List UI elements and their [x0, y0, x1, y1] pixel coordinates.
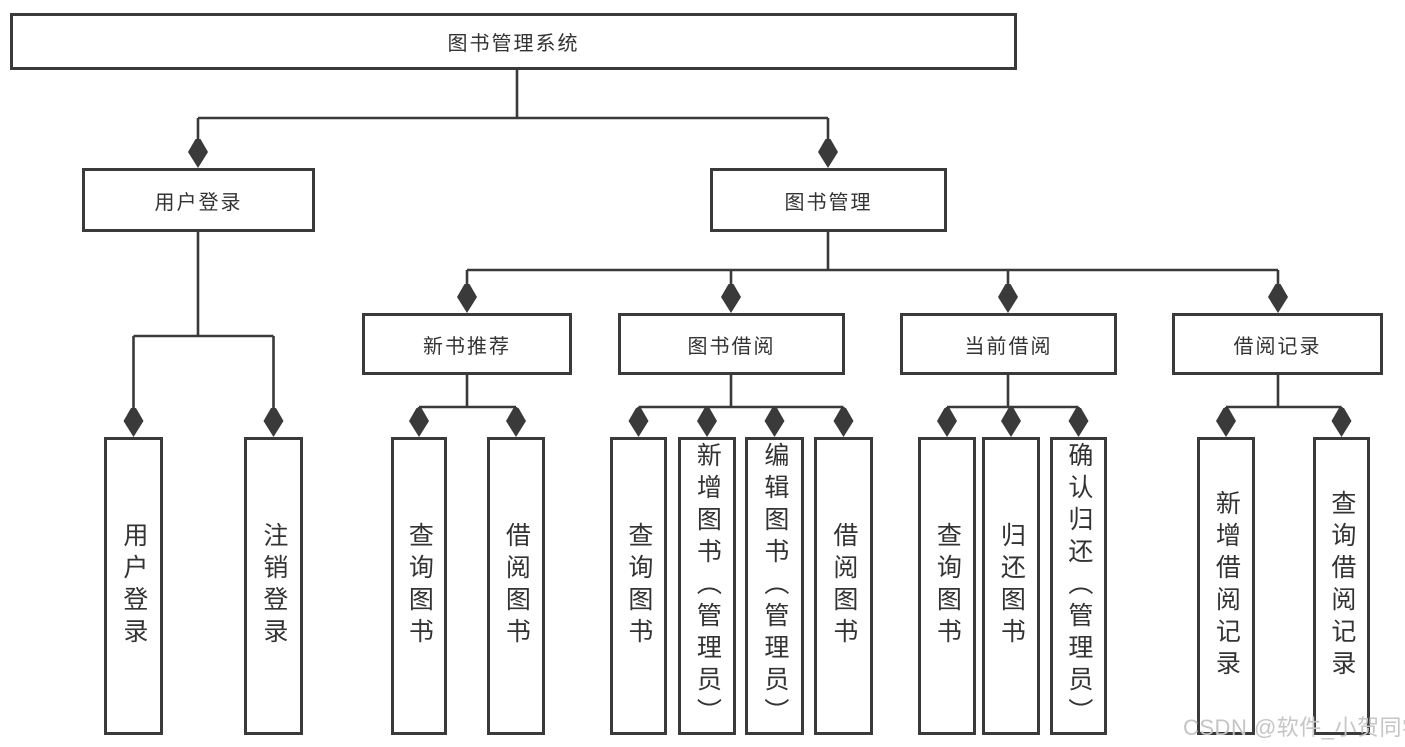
leaf-recommend-query-book-label: 查询图书: [405, 522, 434, 650]
leaf-user-login-label: 用户登录: [119, 522, 148, 650]
node-book-borrow-label: 图书借阅: [687, 335, 776, 358]
node-system-root: 图书管理系统: [10, 13, 1017, 70]
leaf-current-query-book-label: 查询图书: [933, 522, 962, 650]
leaf-borrow-query-book: 查询图书: [610, 437, 667, 735]
leaf-current-confirm-return-admin-label: 确认归还（管理员）: [1064, 442, 1093, 730]
leaf-borrow-borrow-book-label: 借阅图书: [829, 522, 858, 650]
leaf-records-add-record: 新增借阅记录: [1197, 437, 1255, 735]
node-user-login-label: 用户登录: [154, 191, 243, 214]
leaf-records-query-record-label: 查询借阅记录: [1327, 490, 1356, 682]
leaf-recommend-borrow-book: 借阅图书: [487, 437, 545, 735]
leaf-borrow-edit-book-admin-label: 编辑图书（管理员）: [760, 442, 789, 730]
leaf-logout: 注销登录: [244, 437, 303, 735]
node-system-root-label: 图书管理系统: [447, 33, 580, 55]
leaf-borrow-add-book-admin: 新增图书（管理员）: [678, 437, 736, 735]
leaf-user-login: 用户登录: [104, 437, 163, 735]
leaf-borrow-add-book-admin-label: 新增图书（管理员）: [693, 442, 722, 730]
leaf-recommend-borrow-book-label: 借阅图书: [502, 522, 531, 650]
node-borrow-record: 借阅记录: [1172, 313, 1383, 375]
leaf-records-add-record-label: 新增借阅记录: [1212, 490, 1241, 682]
leaf-borrow-borrow-book: 借阅图书: [814, 437, 873, 735]
leaf-borrow-query-book-label: 查询图书: [624, 522, 653, 650]
node-current-borrow-label: 当前借阅: [964, 335, 1053, 358]
leaf-current-query-book: 查询图书: [918, 437, 976, 735]
node-book-management: 图书管理: [710, 168, 947, 232]
node-user-login: 用户登录: [82, 168, 315, 232]
node-new-book-recommend-label: 新书推荐: [423, 335, 511, 358]
node-borrow-record-label: 借阅记录: [1233, 335, 1322, 358]
node-book-management-label: 图书管理: [784, 191, 873, 214]
leaf-records-query-record: 查询借阅记录: [1313, 437, 1370, 735]
leaf-logout-label: 注销登录: [259, 522, 288, 650]
leaf-recommend-query-book: 查询图书: [391, 437, 447, 735]
leaf-borrow-edit-book-admin: 编辑图书（管理员）: [745, 437, 804, 735]
leaf-current-return-book-label: 归还图书: [997, 522, 1026, 650]
csdn-watermark: CSDN @软件_小贺同学: [1183, 715, 1405, 740]
leaf-current-confirm-return-admin: 确认归还（管理员）: [1050, 437, 1107, 735]
node-new-book-recommend: 新书推荐: [362, 313, 572, 375]
node-current-borrow: 当前借阅: [900, 313, 1117, 375]
leaf-current-return-book: 归还图书: [982, 437, 1040, 735]
node-book-borrow: 图书借阅: [618, 313, 845, 375]
